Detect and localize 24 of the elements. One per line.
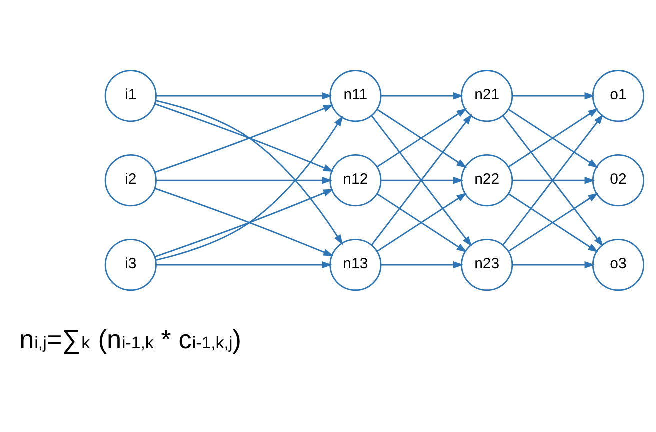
arrow: [512, 176, 596, 184]
arrow: [156, 261, 332, 269]
arrow: [512, 92, 596, 100]
node-circle: n22: [461, 154, 514, 207]
arrow: [512, 261, 596, 269]
node-circle: n21: [461, 70, 514, 122]
node-circle: n11: [330, 70, 382, 122]
arrow: [156, 116, 344, 261]
node-circle: n23: [461, 239, 514, 292]
arrow: [381, 176, 464, 184]
node-circle: n12: [330, 154, 382, 207]
arrow: [156, 100, 344, 246]
node-circle: o3: [592, 239, 645, 292]
label: ni,j=∑k (ni-1,k * ci-1,k,j): [20, 324, 242, 354]
node-circle: i2: [104, 154, 157, 207]
node-circle: i1: [104, 70, 157, 122]
node-circle: 02: [592, 154, 645, 207]
arrow: [381, 261, 464, 269]
node-circle: i3: [104, 239, 157, 292]
arrow: [156, 92, 332, 100]
arrow: [156, 176, 332, 184]
node-circle: n13: [330, 239, 382, 292]
node-circle: o1: [592, 70, 645, 122]
arrow: [381, 92, 464, 100]
